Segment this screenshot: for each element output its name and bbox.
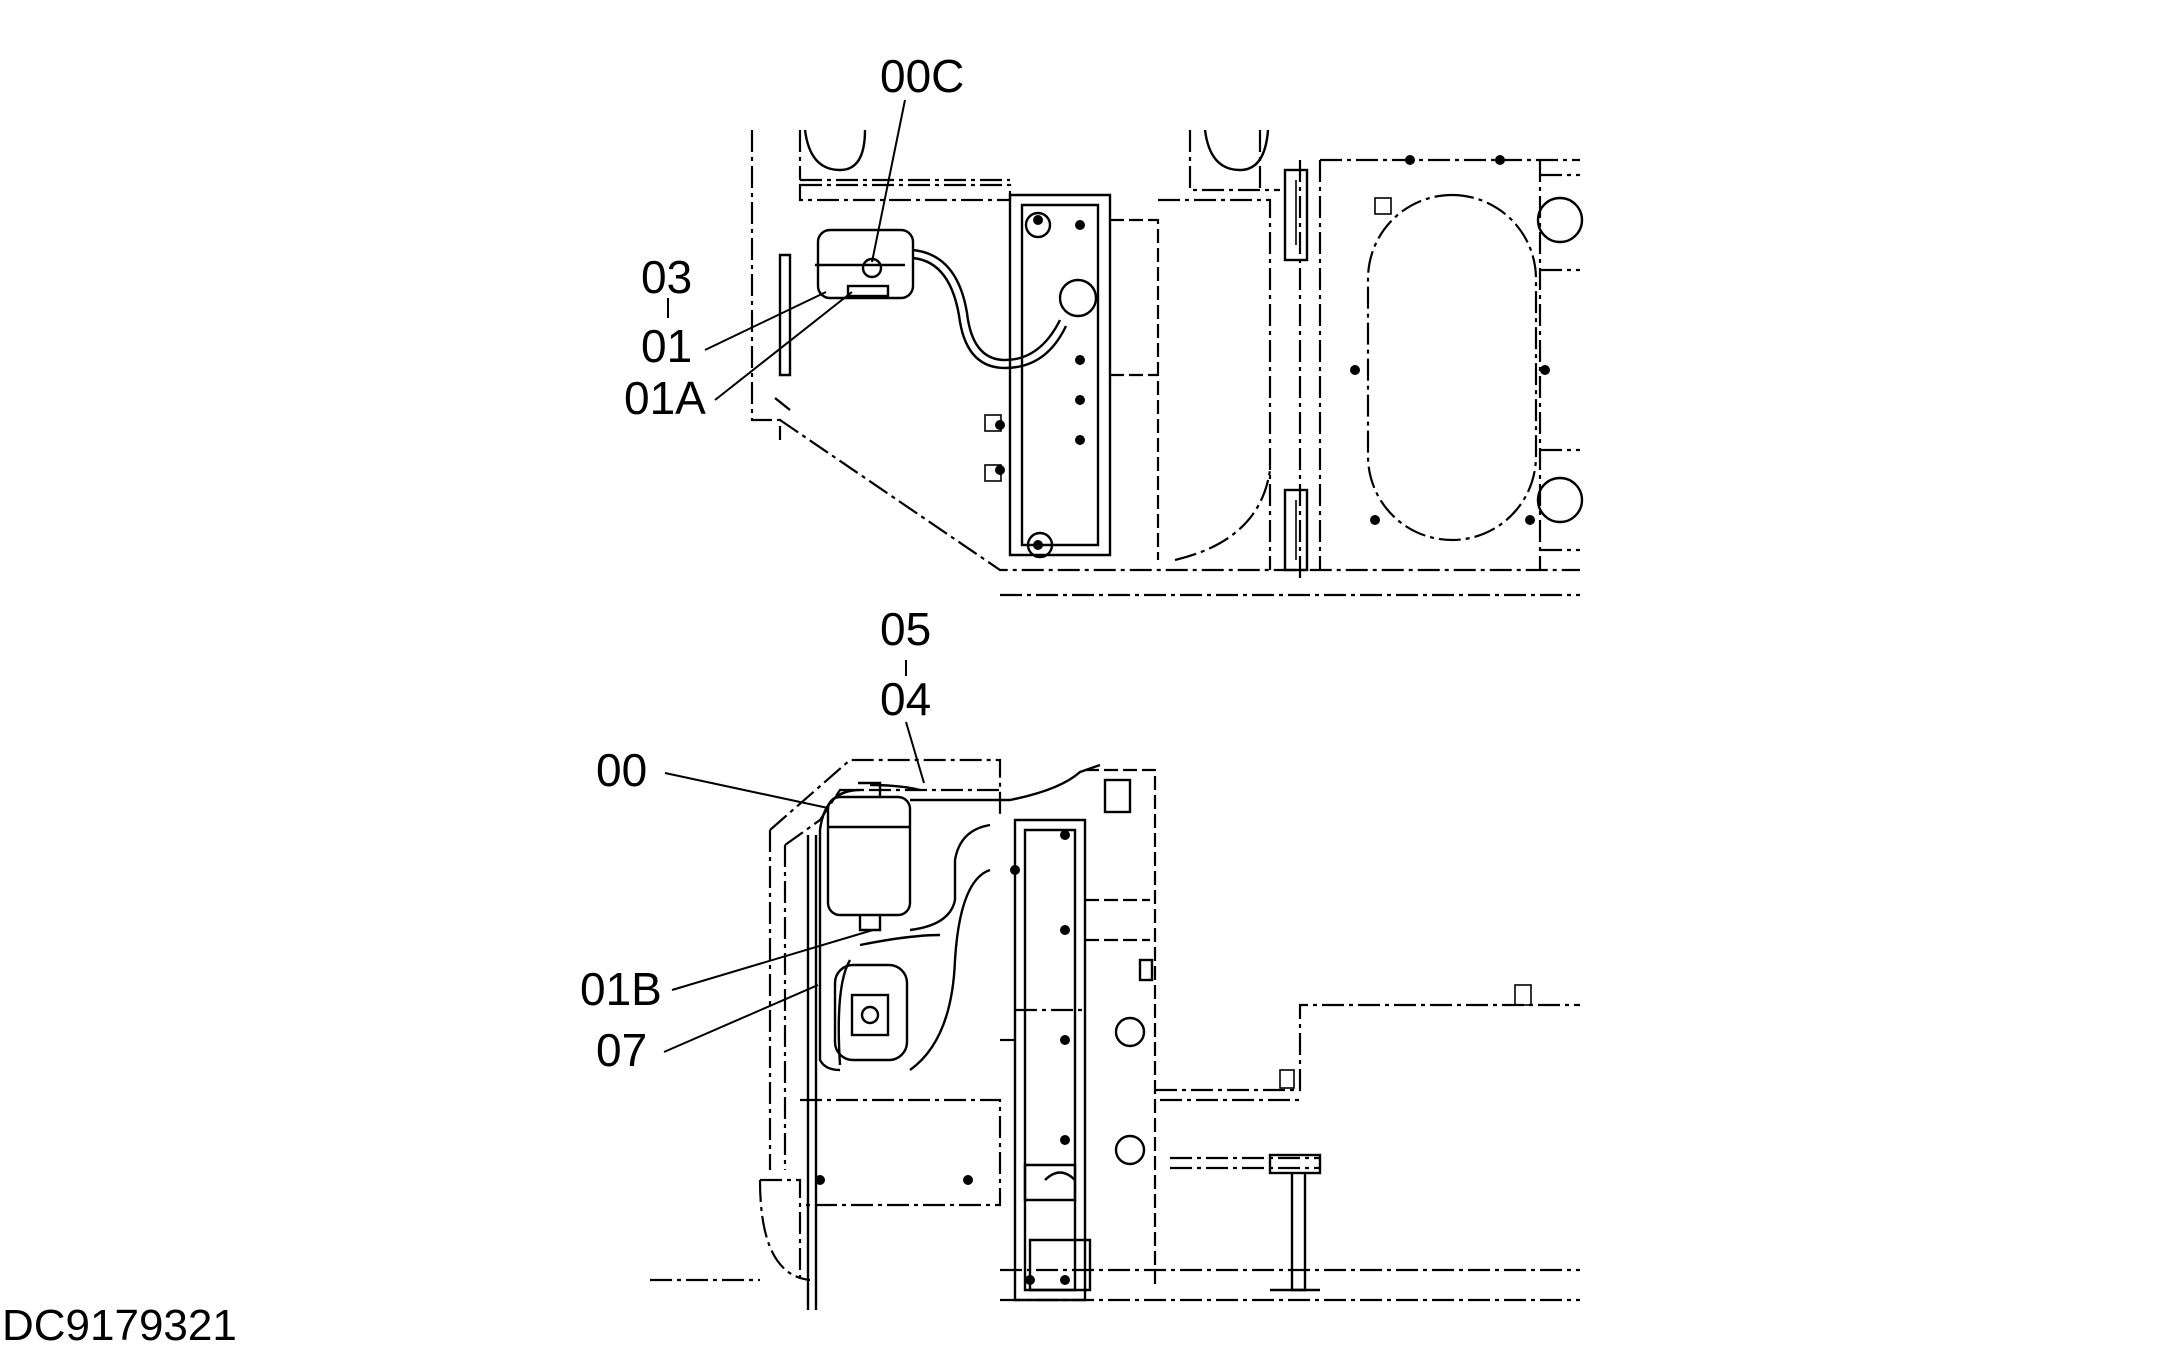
leader-lines [663,99,925,1053]
callout-07: 07 [596,1024,647,1076]
callout-labels: 00C 03 01 01A 05 04 00 01B 07 [580,50,964,1076]
callout-00C: 00C [880,50,964,102]
callout-03: 03 [641,251,692,303]
bottom-view-assembly [650,758,1580,1310]
callout-01B: 01B [580,963,662,1015]
callout-01A: 01A [624,372,706,424]
callout-04: 04 [880,673,931,725]
callout-00: 00 [596,744,647,796]
callout-01: 01 [641,320,692,372]
top-view-assembly [750,129,1584,597]
callout-05: 05 [880,603,931,655]
document-id: DC9179321 [2,1301,237,1345]
